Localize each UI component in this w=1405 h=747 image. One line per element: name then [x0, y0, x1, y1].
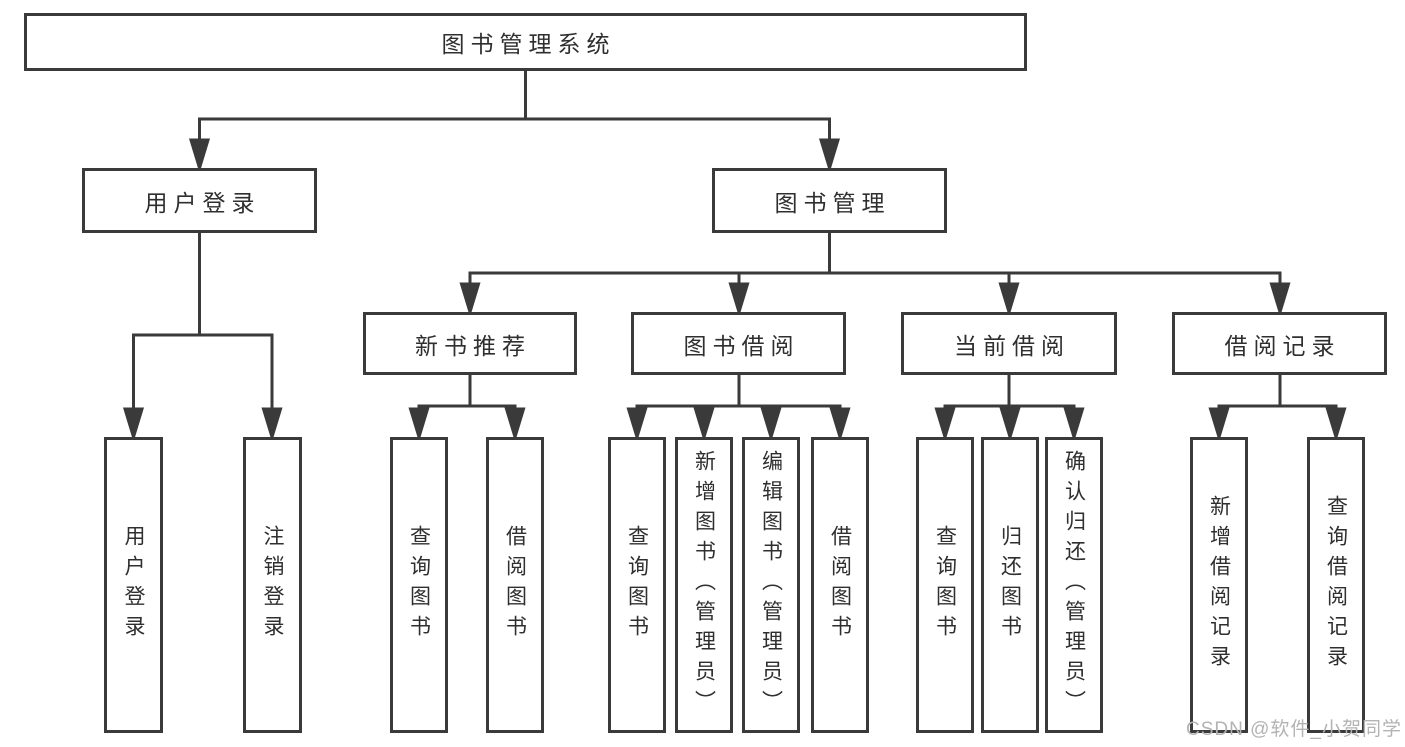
- leaf-add-books-admin: 新增图书（管理员）: [675, 437, 733, 733]
- node-book-management: 图书管理: [712, 168, 947, 233]
- node-label: 查询图书: [933, 525, 957, 645]
- node-label: 查询图书: [625, 525, 649, 645]
- node-label: 查询图书: [407, 525, 431, 645]
- node-current-borrow: 当前借阅: [901, 312, 1117, 375]
- node-label: 借阅记录: [1224, 332, 1341, 359]
- node-label: 确认归还（管理员）: [1062, 450, 1086, 720]
- node-new-book-recommend: 新书推荐: [363, 312, 577, 375]
- node-label: 归还图书: [998, 525, 1022, 645]
- node-label: 图书管理系统: [441, 31, 616, 57]
- node-label: 借阅图书: [828, 525, 852, 645]
- leaf-borrow-books: 借阅图书: [811, 437, 869, 733]
- node-label: 新增图书（管理员）: [692, 450, 716, 720]
- node-label: 注销登录: [261, 525, 284, 645]
- node-user-login: 用户登录: [82, 168, 317, 233]
- node-label: 图书借阅: [683, 332, 800, 359]
- leaf-recommend-query-books: 查询图书: [390, 437, 448, 733]
- node-label: 当前借阅: [954, 332, 1070, 359]
- node-borrow-records: 借阅记录: [1172, 312, 1387, 375]
- leaf-current-query-books: 查询图书: [916, 437, 974, 733]
- node-label: 新书推荐: [415, 332, 531, 359]
- leaf-add-borrow-record: 新增借阅记录: [1190, 437, 1248, 733]
- node-root-library-system: 图书管理系统: [24, 13, 1027, 71]
- leaf-confirm-return-admin: 确认归还（管理员）: [1045, 437, 1103, 733]
- node-book-borrow: 图书借阅: [631, 312, 846, 375]
- leaf-user-login: 用户登录: [104, 437, 163, 733]
- node-label: 查询借阅记录: [1324, 495, 1348, 675]
- leaf-logout: 注销登录: [243, 437, 302, 733]
- leaf-query-borrow-record: 查询借阅记录: [1307, 437, 1365, 733]
- leaf-recommend-borrow-books: 借阅图书: [486, 437, 544, 733]
- node-label: 用户登录: [144, 189, 261, 216]
- node-label: 编辑图书（管理员）: [759, 450, 783, 720]
- leaf-return-books: 归还图书: [981, 437, 1039, 733]
- csdn-watermark: CSDN @软件_小贺同学: [1186, 719, 1402, 740]
- leaf-edit-books-admin: 编辑图书（管理员）: [742, 437, 800, 733]
- node-label: 新增借阅记录: [1207, 495, 1231, 675]
- leaf-borrow-query-books: 查询图书: [608, 437, 666, 733]
- node-label: 借阅图书: [503, 525, 527, 645]
- node-label: 用户登录: [122, 525, 145, 645]
- node-label: 图书管理: [774, 189, 891, 216]
